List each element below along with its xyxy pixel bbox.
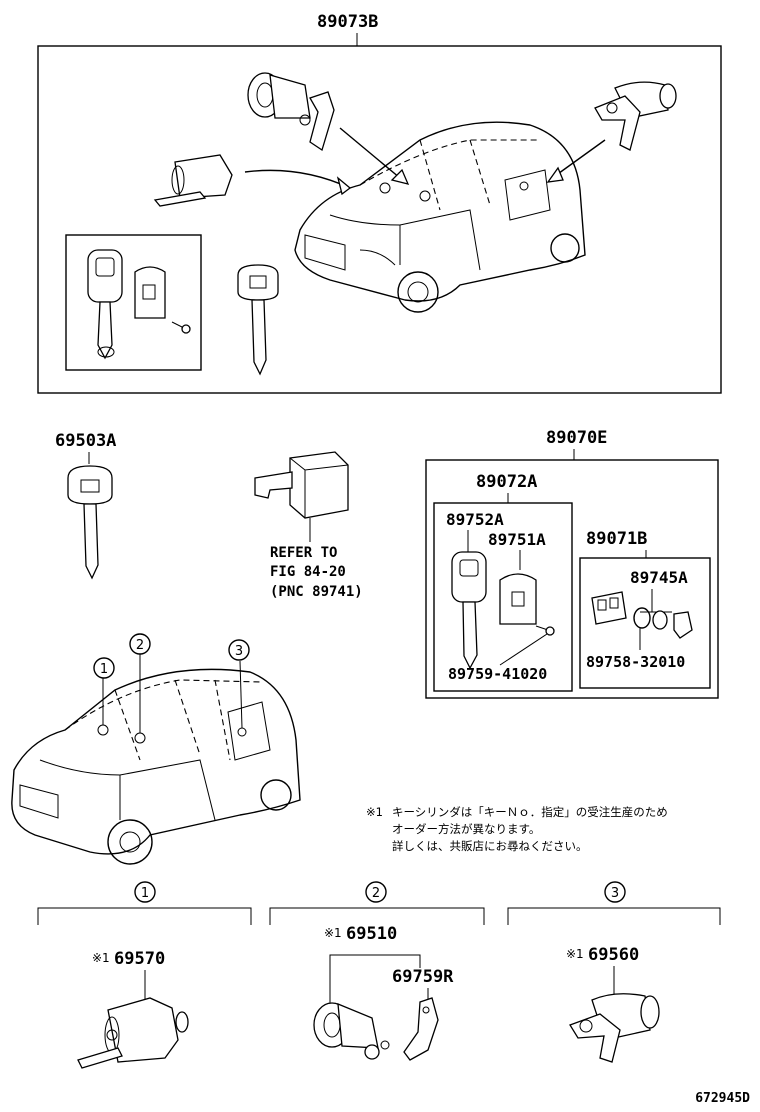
group-1-number: 1 xyxy=(141,886,149,901)
door-lock-cylinder-left-icon xyxy=(247,72,335,152)
note-line-3: 詳しくは、共販店にお尋ねください。 xyxy=(392,839,588,853)
part-number-89072A[interactable]: 89072A xyxy=(476,472,537,492)
remote-key-icon xyxy=(87,249,123,360)
car-illustration-bottom xyxy=(11,654,301,865)
remote-case-icon xyxy=(499,573,537,625)
group-3-number: 3 xyxy=(611,886,619,901)
assembly-frame xyxy=(37,45,722,394)
drawing-id: 672945D xyxy=(695,1091,750,1106)
screw-icon xyxy=(499,625,555,666)
marker-3[interactable]: 3 xyxy=(228,639,250,661)
part-number-89759-41020[interactable]: 89759-41020 xyxy=(448,665,547,683)
door-lock-cylinder-right-icon xyxy=(594,81,677,151)
group-1-mark: ※1 xyxy=(92,951,110,965)
marker-3-label: 3 xyxy=(235,644,243,659)
transmitter-board-icon xyxy=(591,591,627,625)
key-blank-icon xyxy=(67,465,113,580)
battery-icon xyxy=(652,610,668,630)
door-lock-cylinder-right-icon xyxy=(569,993,660,1063)
part-number-89745A[interactable]: 89745A xyxy=(630,568,688,587)
ecu-reference-line1: REFER TO xyxy=(270,545,337,561)
o-ring-icon xyxy=(633,607,651,629)
group-2-number: 2 xyxy=(372,886,380,901)
screw-icon xyxy=(171,321,191,334)
marker-1-label: 1 xyxy=(100,662,108,677)
part-number-69510[interactable]: 69510 xyxy=(346,924,397,944)
part-number-89073B[interactable]: 89073B xyxy=(317,12,378,32)
part-number-69759R[interactable]: 69759R xyxy=(392,967,454,987)
group-3-mark: ※1 xyxy=(566,947,584,961)
part-number-69503A[interactable]: 69503A xyxy=(55,431,116,451)
transmitter-frame xyxy=(579,557,711,689)
remote-case-icon xyxy=(134,266,166,319)
ignition-cylinder-icon xyxy=(153,154,233,207)
ecu-reference-line3: (PNC 89741) xyxy=(270,584,363,600)
key-blade-icon xyxy=(451,551,487,670)
car-illustration-top xyxy=(294,121,586,313)
note-mark: ※1 xyxy=(366,805,383,819)
ignition-cylinder-icon xyxy=(77,997,189,1069)
door-lock-cylinder-icon xyxy=(313,1002,390,1060)
group-2-header: 2 xyxy=(269,881,485,925)
marker-2[interactable]: 2 xyxy=(129,633,151,655)
part-number-89758-32010[interactable]: 89758-32010 xyxy=(586,653,685,671)
part-number-69560[interactable]: 69560 xyxy=(588,945,639,965)
kit-frame xyxy=(425,459,719,699)
group-1-header: 1 xyxy=(37,881,252,925)
marker-1[interactable]: 1 xyxy=(93,657,115,679)
part-number-69570[interactable]: 69570 xyxy=(114,949,165,969)
master-key-icon xyxy=(237,264,279,376)
arrows xyxy=(244,127,606,196)
part-number-89071B[interactable]: 89071B xyxy=(586,529,647,549)
immobilizer-ecu-icon xyxy=(254,451,349,542)
key-subframe xyxy=(65,234,202,371)
part-number-89070E[interactable]: 89070E xyxy=(546,428,607,448)
part-number-89752A[interactable]: 89752A xyxy=(446,510,504,529)
note-line-1: キーシリンダは「キーＮｏ．指定」の受注生産のため xyxy=(392,805,668,819)
ecu-reference-line2: FIG 84-20 xyxy=(270,564,346,580)
leader-line xyxy=(329,954,421,1005)
group-2-mark: ※1 xyxy=(324,926,342,940)
battery-cover-icon xyxy=(639,611,693,650)
door-lock-lever-icon xyxy=(403,997,439,1061)
marker-2-label: 2 xyxy=(136,638,144,653)
sub-kit-frame xyxy=(433,502,573,692)
note-line-2: オーダー方法が異なります。 xyxy=(392,822,540,836)
group-3-header: 3 xyxy=(507,881,721,925)
part-number-89751A[interactable]: 89751A xyxy=(488,530,546,549)
